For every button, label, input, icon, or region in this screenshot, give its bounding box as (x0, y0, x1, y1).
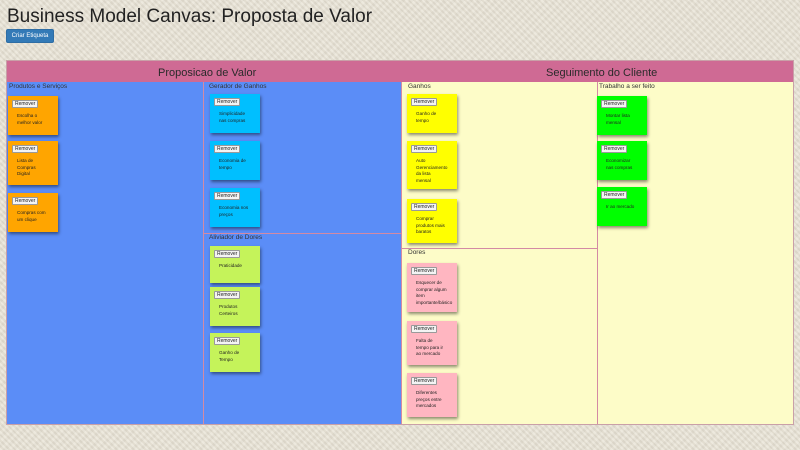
note-text: Ganho de tempo (416, 111, 437, 123)
note-text: Economia de tempo (219, 158, 246, 170)
note-text: Ganho de Tempo (219, 350, 240, 362)
note-text: Compras com um clique (17, 210, 46, 222)
note-text: Ir ao mercado (606, 204, 635, 209)
sticky-note[interactable]: Remover Compras com um clique (8, 193, 58, 232)
section-label: Produtos e Serviços (9, 83, 68, 90)
remove-button[interactable]: Remover (411, 145, 438, 153)
row-divider (401, 248, 597, 249)
section-label: Dores (408, 249, 426, 256)
sticky-note[interactable]: Remover Produtos Certeiros (210, 287, 260, 326)
note-text: Economizar nas compras (606, 158, 633, 170)
note-text: Simplicidade nas compras (219, 111, 246, 123)
note-text: Lista de Compras Digital (17, 158, 36, 176)
remove-button[interactable]: Remover (12, 197, 39, 205)
customer-segment-header: Seguimento do Cliente (546, 67, 658, 79)
remove-button[interactable]: Remover (411, 267, 438, 275)
sticky-note[interactable]: Remover Lista de Compras Digital (8, 141, 58, 185)
sticky-note[interactable]: Remover Praticidade (210, 246, 260, 283)
remove-button[interactable]: Remover (601, 191, 628, 199)
remove-button[interactable]: Remover (214, 337, 241, 345)
remove-button[interactable]: Remover (12, 145, 39, 153)
remove-button[interactable]: Remover (12, 100, 39, 108)
note-text: Produtos Certeiros (219, 304, 238, 316)
sticky-note[interactable]: Remover Economia nos preços (210, 188, 260, 227)
sticky-note[interactable]: Remover Ganho de Tempo (210, 333, 260, 372)
note-text: Escolha o melhor valor (17, 113, 43, 125)
sticky-note[interactable]: Remover Esquecer de comprar algum item i… (407, 263, 457, 312)
section-label: Ganhos (408, 83, 431, 90)
value-proposition-header: Proposicao de Valor (158, 67, 257, 79)
note-text: Economia nos preços (219, 205, 249, 217)
column-divider (203, 82, 204, 424)
remove-button[interactable]: Remover (214, 98, 241, 106)
remove-button[interactable]: Remover (411, 325, 438, 333)
sticky-note[interactable]: Remover Economia de tempo (210, 141, 260, 180)
sticky-note[interactable]: Remover Economizar nas compras (597, 141, 647, 180)
remove-button[interactable]: Remover (411, 377, 438, 385)
sticky-note[interactable]: Remover Simplicidade nas compras (210, 94, 260, 133)
column-divider (401, 82, 402, 424)
remove-button[interactable]: Remover (214, 250, 241, 258)
section-pain-relievers: Aliviador de Dores Remover Praticidade R… (203, 233, 401, 424)
create-label-button[interactable]: Criar Etiqueta (6, 29, 54, 43)
value-proposition-area (7, 82, 401, 424)
sticky-note[interactable]: Remover Comprar produtos mais baratos (407, 199, 457, 243)
row-divider (203, 233, 401, 234)
section-gain-creators: Gerador de Ganhos Remover Simplicidade n… (203, 82, 401, 233)
sticky-note[interactable]: Remover Ganho de tempo (407, 94, 457, 133)
sticky-note[interactable]: Remover Montar lista mensal (597, 96, 647, 135)
note-text: Comprar produtos mais baratos (416, 216, 445, 234)
section-label: Gerador de Ganhos (209, 83, 267, 90)
remove-button[interactable]: Remover (214, 145, 241, 153)
remove-button[interactable]: Remover (214, 192, 241, 200)
remove-button[interactable]: Remover (214, 291, 241, 299)
section-jobs-to-be-done: Trabalho a ser feito Remover Montar list… (597, 82, 793, 424)
remove-button[interactable]: Remover (411, 98, 438, 106)
remove-button[interactable]: Remover (601, 145, 628, 153)
canvas-board: Proposicao de Valor Seguimento do Client… (6, 60, 794, 425)
remove-button[interactable]: Remover (601, 100, 628, 108)
sticky-note[interactable]: Remover Diferentes preços entre mercados (407, 373, 457, 417)
sticky-note[interactable]: Remover Auto Gerenciamento da lista mens… (407, 141, 457, 189)
page-title: Business Model Canvas: Proposta de Valor (7, 6, 373, 27)
section-gains: Ganhos Remover Ganho de tempo Remover Au… (401, 82, 597, 248)
sticky-note[interactable]: Remover Ir ao mercado (597, 187, 647, 226)
section-label: Aliviador de Dores (209, 234, 263, 241)
sticky-note[interactable]: Remover Escolha o melhor valor (8, 96, 58, 135)
canvas-header-bar: Proposicao de Valor Seguimento do Client… (7, 61, 793, 82)
note-text: Diferentes preços entre mercados (416, 390, 442, 408)
section-pains: Dores Remover Esquecer de comprar algum … (401, 248, 597, 424)
note-text: Esquecer de comprar algum item important… (416, 280, 453, 305)
note-text: Praticidade (219, 263, 242, 268)
sticky-note[interactable]: Remover Falta de tempo para ir ao mercad… (407, 321, 457, 365)
note-text: Montar lista mensal (606, 113, 630, 125)
section-products-services: Produtos e Serviços Remover Escolha o me… (7, 82, 203, 424)
note-text: Falta de tempo para ir ao mercado (416, 338, 444, 356)
note-text: Auto Gerenciamento da lista mensal (416, 158, 448, 183)
section-label: Trabalho a ser feito (599, 83, 655, 90)
column-divider (597, 82, 598, 424)
remove-button[interactable]: Remover (411, 203, 438, 211)
